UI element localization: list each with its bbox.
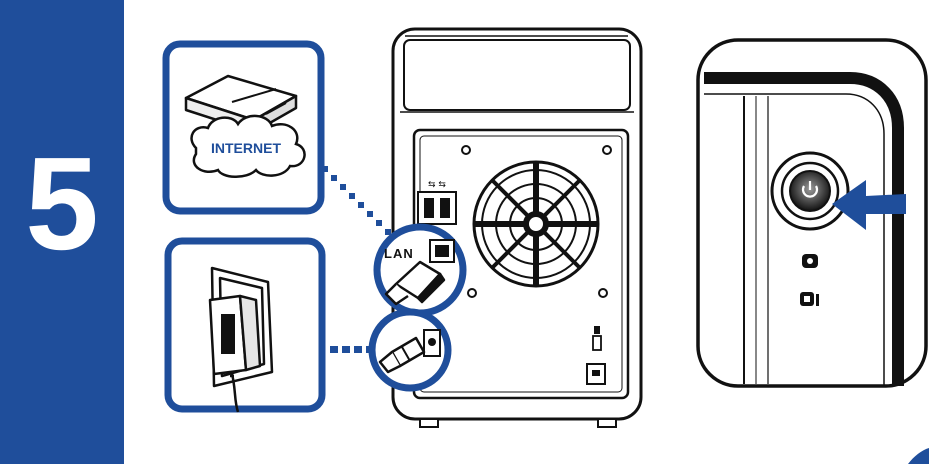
lan-port-callout: LAN [377, 227, 463, 313]
router-panel: INTERNET [166, 44, 321, 211]
internet-label: INTERNET [211, 140, 281, 156]
corner-mark [908, 448, 929, 464]
cloud-icon: INTERNET [192, 116, 305, 177]
power-adapter-panel [168, 241, 322, 412]
svg-text:⇆ ⇆: ⇆ ⇆ [428, 180, 446, 190]
dc-port-callout [372, 312, 448, 388]
fan-grille-icon [474, 162, 598, 286]
lan-label: LAN [384, 246, 414, 261]
power-button-icon [772, 153, 848, 229]
